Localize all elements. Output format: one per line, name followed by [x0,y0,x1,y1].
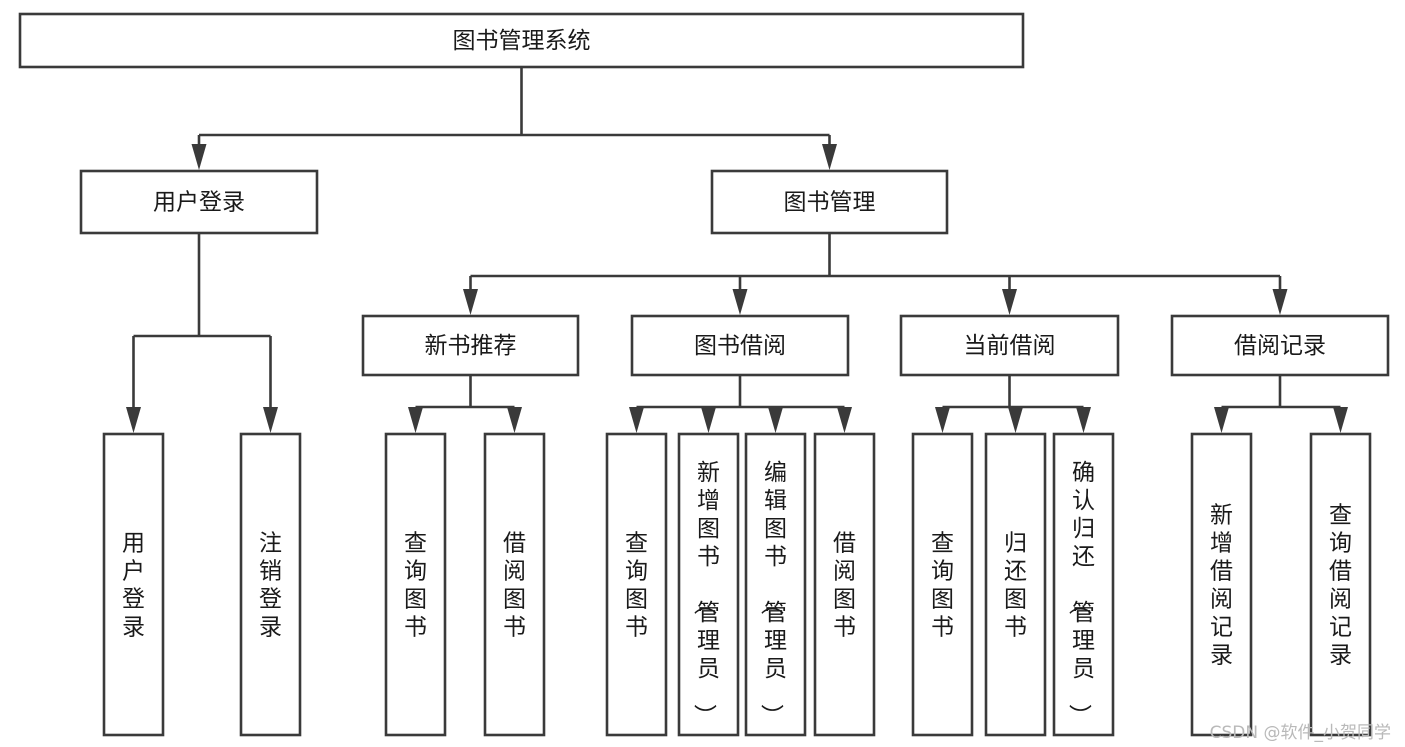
node-leaf-edit-book[interactable]: 编辑图书（管理员） [744,432,807,737]
connector-group-new-book-recommend [408,375,522,433]
node-current-borrow[interactable]: 当前借阅 [899,314,1120,377]
node-user-login[interactable]: 用户登录 [79,169,319,235]
node-new-book-recommend[interactable]: 新书推荐 [361,314,580,377]
node-leaf-query-book-3[interactable]: 查询图书 [911,432,974,737]
node-leaf-query-record[interactable]: 查询借阅记录 [1309,432,1372,737]
connector-group-book-borrow [629,375,852,433]
node-root[interactable]: 图书管理系统 [18,12,1025,69]
node-label: 用户登录 [153,190,245,216]
node-label: 查询借阅记录 [1329,502,1352,668]
node-leaf-query-book-1[interactable]: 查询图书 [384,432,447,737]
connector-group-borrow-record [1214,375,1348,433]
connector-group-root [191,67,837,170]
node-book-manage[interactable]: 图书管理 [710,169,949,235]
node-label: 用户登录 [122,530,145,640]
node-label: 图书管理 [784,190,876,216]
node-label: 当前借阅 [964,333,1056,359]
node-label: 归还图书 [1004,530,1027,640]
node-leaf-add-record[interactable]: 新增借阅记录 [1190,432,1253,737]
node-label: 查询图书 [404,530,427,640]
node-leaf-user-login[interactable]: 用户登录 [102,432,165,737]
node-label: 借阅记录 [1234,333,1326,359]
node-leaf-borrow-book-2[interactable]: 借阅图书 [813,432,876,737]
node-label: 新增图书（管理员） [691,460,720,727]
connector-group-user-login [126,233,278,433]
connector-group-current-borrow [935,375,1091,433]
node-label: 注销登录 [259,530,282,640]
node-leaf-add-book[interactable]: 新增图书（管理员） [677,432,740,737]
node-leaf-borrow-book-1[interactable]: 借阅图书 [483,432,546,737]
node-borrow-record[interactable]: 借阅记录 [1170,314,1390,377]
node-label: 查询图书 [625,530,648,640]
node-label: 图书管理系统 [453,28,591,54]
node-label: 编辑图书（管理员） [758,460,787,727]
node-leaf-user-logout[interactable]: 注销登录 [239,432,302,737]
node-leaf-return-book[interactable]: 归还图书 [984,432,1047,737]
watermark-label: CSDN @软件_小贺同学 [1209,723,1391,743]
node-label: 新书推荐 [425,333,517,359]
node-leaf-query-book-2[interactable]: 查询图书 [605,432,668,737]
node-leaf-confirm-return[interactable]: 确认归还（管理员） [1052,432,1115,737]
node-label: 图书借阅 [694,333,786,359]
connector-group-book-manage [463,233,1288,315]
node-layer: 图书管理系统用户登录图书管理新书推荐图书借阅当前借阅借阅记录用户登录注销登录查询… [18,12,1390,737]
node-label: 新增借阅记录 [1210,502,1233,668]
node-label: 查询图书 [931,530,954,640]
node-book-borrow[interactable]: 图书借阅 [630,314,850,377]
node-label: 借阅图书 [833,530,856,640]
node-label: 借阅图书 [503,530,526,640]
connector-layer [126,67,1348,433]
node-label: 确认归还（管理员） [1066,460,1095,727]
